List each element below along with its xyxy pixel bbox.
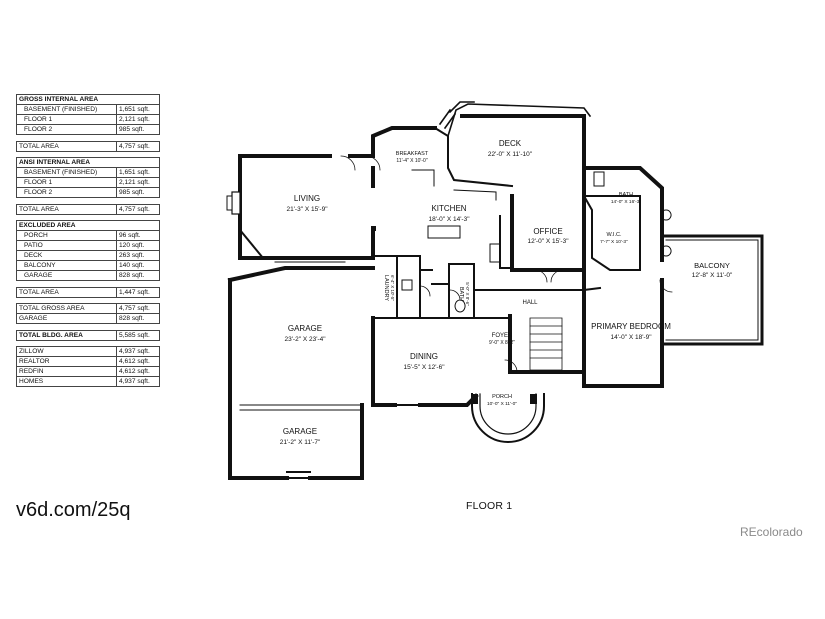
room-dim-bath-small: 5'-0" X 8'-6" <box>465 282 470 306</box>
room-name-garage-small: GARAGE <box>283 427 317 436</box>
room-dim-bath-primary: 14'-0" X 16'-3" <box>611 199 642 205</box>
room-dim-foyer: 9'-0" X 8'-2" <box>489 340 515 346</box>
floor-label: FLOOR 1 <box>466 500 513 512</box>
room-dim-living: 21'-3" X 15'-9" <box>286 206 328 213</box>
room-name-office: OFFICE <box>533 227 562 236</box>
room-dim-primary-bedroom: 14'-0" X 18'-9" <box>610 334 652 341</box>
room-name-primary-bedroom: PRIMARY BEDROOM <box>591 322 671 331</box>
room-dim-deck: 22'-0" X 11'-10" <box>488 151 533 158</box>
room-name-balcony: BALCONY <box>694 261 730 270</box>
room-dim-laundry: 6'-4" X 10'-5" <box>390 275 395 301</box>
room-dim-porch: 10'-0" X 11'-0" <box>487 401 517 407</box>
plan-walls <box>226 101 764 480</box>
site-url: v6d.com/25q <box>16 499 131 521</box>
gross-internal-area-table: GROSS INTERNAL AREA BASEMENT (FINISHED)1… <box>16 94 160 152</box>
room-dim-breakfast: 11'-4" X 10'-0" <box>396 158 427 164</box>
room-name-porch: PORCH <box>492 394 512 400</box>
room-dim-wic: 7'-7" X 10'-3" <box>600 239 628 245</box>
room-name-breakfast: BREAKFAST <box>396 151 429 157</box>
room-dim-garage-small: 21'-2" X 11'-7" <box>280 439 321 446</box>
room-dim-balcony: 12'-8" X 11'-0" <box>692 272 733 279</box>
room-name-living: LIVING <box>294 194 320 203</box>
room-name-deck: DECK <box>499 139 522 148</box>
room-labels: DECK 22'-0" X 11'-10" BREAKFAST 11'-4" X… <box>280 139 733 446</box>
room-name-hall: HALL <box>522 300 538 306</box>
room-name-foyer: FOYER <box>492 333 513 339</box>
room-name-bath-primary: BATH <box>619 192 633 198</box>
plan-columns <box>371 226 537 404</box>
area-summary: GROSS INTERNAL AREA BASEMENT (FINISHED)1… <box>16 94 160 392</box>
room-dim-office: 12'-0" X 15'-3" <box>527 238 569 245</box>
room-dim-garage-main: 23'-2" X 23'-4" <box>284 336 326 343</box>
room-dim-kitchen: 18'-0" X 14'-3" <box>428 216 470 223</box>
room-name-wic: W.I.C. <box>607 232 622 238</box>
watermark: REcolorado <box>740 525 803 539</box>
room-name-dining: DINING <box>410 352 438 361</box>
room-name-kitchen: KITCHEN <box>431 204 466 213</box>
room-name-laundry: LAUNDRY <box>383 275 389 302</box>
room-name-bath-small: BATH <box>458 287 464 301</box>
room-name-garage-main: GARAGE <box>288 324 322 333</box>
room-dim-dining: 15'-5" X 12'-6" <box>403 364 445 371</box>
ansi-internal-area-table: ANSI INTERNAL AREA BASEMENT (FINISHED)1,… <box>16 157 160 215</box>
